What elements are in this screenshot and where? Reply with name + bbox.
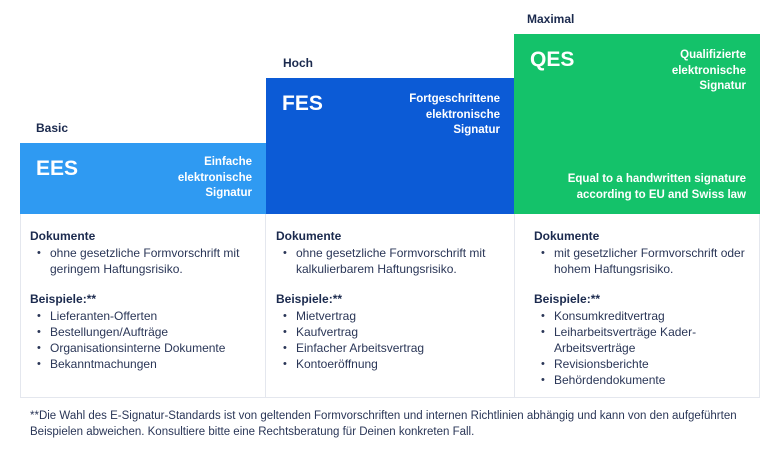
qes-abbreviation: QES bbox=[530, 48, 575, 71]
list-item: Kontoeröffnung bbox=[276, 356, 504, 372]
list-item: Revisionsberichte bbox=[534, 356, 746, 372]
fes-abbreviation: FES bbox=[282, 92, 323, 115]
list-item: Bekanntmachungen bbox=[30, 356, 258, 372]
list-item: mit gesetzlicher Formvorschrift oder hoh… bbox=[534, 245, 746, 277]
ees-examples-heading: Beispiele:** bbox=[30, 292, 97, 306]
list-item: Konsumkreditvertrag bbox=[534, 308, 746, 324]
list-item: Behördendokumente bbox=[534, 372, 746, 388]
fes-fullname: Fortgeschrittene elektronische Signatur bbox=[409, 93, 500, 136]
list-item: ohne gesetzliche Formvorschrift mit geri… bbox=[30, 245, 258, 277]
fes-examples-list: Mietvertrag Kaufvertrag Einfacher Arbeit… bbox=[276, 308, 504, 372]
list-item: Leiharbeitsverträge Kader-Arbeitsverträg… bbox=[534, 324, 746, 356]
qes-card bbox=[514, 214, 760, 398]
footnote: **Die Wahl des E-Signatur-Standards ist … bbox=[30, 410, 737, 438]
fes-details: Dokumente ohne gesetzliche Formvorschrif… bbox=[276, 228, 504, 372]
ees-documents-list: ohne gesetzliche Formvorschrift mit geri… bbox=[30, 245, 258, 277]
list-item: Lieferanten-Offerten bbox=[30, 308, 258, 324]
list-item: Einfacher Arbeitsvertrag bbox=[276, 340, 504, 356]
list-item: ohne gesetzliche Formvorschrift mit kalk… bbox=[276, 245, 504, 277]
ees-fullname: Einfache elektronische Signatur bbox=[177, 156, 252, 199]
qes-fullname: Qualifizierte elektronische Signatur bbox=[671, 49, 746, 92]
level-label-basic: Basic bbox=[36, 121, 69, 135]
ees-details: Dokumente ohne gesetzliche Formvorschrif… bbox=[30, 228, 258, 372]
fes-header-block: FES Fortgeschrittene elektronische Signa… bbox=[266, 78, 514, 214]
qes-details: Dokumente mit gesetzlicher Formvorschrif… bbox=[534, 228, 746, 388]
qes-tagline: Equal to a handwritten signature accordi… bbox=[567, 173, 746, 201]
level-label-maximal: Maximal bbox=[527, 12, 575, 26]
qes-examples-list: Konsumkreditvertrag Leiharbeitsverträge … bbox=[534, 308, 746, 388]
fes-documents-heading: Dokumente bbox=[276, 229, 342, 243]
list-item: Kaufvertrag bbox=[276, 324, 504, 340]
qes-documents-heading: Dokumente bbox=[534, 229, 600, 243]
list-item: Bestellungen/Aufträge bbox=[30, 324, 258, 340]
fes-examples-heading: Beispiele:** bbox=[276, 292, 343, 306]
list-item: Organisationsinterne Dokumente bbox=[30, 340, 258, 356]
qes-header-block: QES Qualifizierte elektronische Signatur… bbox=[514, 34, 760, 214]
qes-examples-heading: Beispiele:** bbox=[534, 292, 601, 306]
level-label-hoch: Hoch bbox=[283, 56, 313, 70]
ees-examples-list: Lieferanten-Offerten Bestellungen/Aufträ… bbox=[30, 308, 258, 372]
ees-abbreviation: EES bbox=[36, 157, 79, 180]
ees-header-block: EES Einfache elektronische Signatur bbox=[20, 143, 266, 214]
ees-documents-heading: Dokumente bbox=[30, 229, 96, 243]
qes-documents-list: mit gesetzlicher Formvorschrift oder hoh… bbox=[534, 245, 746, 277]
fes-documents-list: ohne gesetzliche Formvorschrift mit kalk… bbox=[276, 245, 504, 277]
list-item: Mietvertrag bbox=[276, 308, 504, 324]
